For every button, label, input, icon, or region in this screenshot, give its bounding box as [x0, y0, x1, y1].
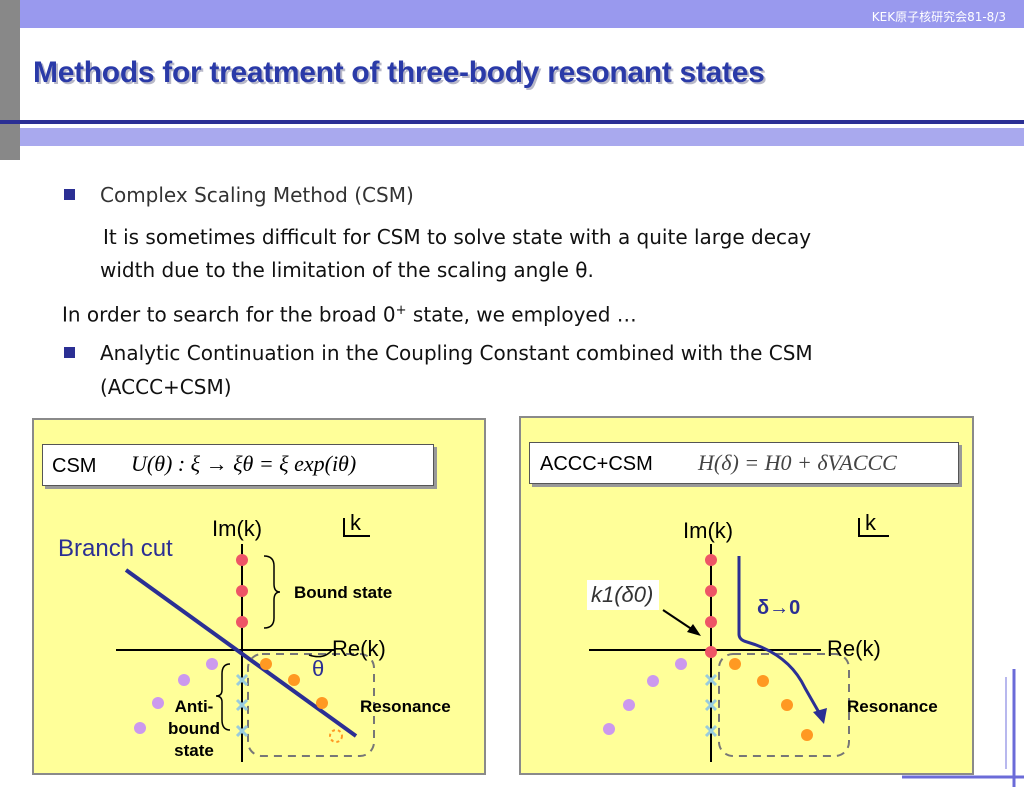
- trajectory-arrowhead: [813, 708, 827, 724]
- csm-resonance-region: [247, 653, 375, 757]
- antibound-dot: [206, 658, 218, 670]
- k1-pointer-head: [687, 624, 701, 636]
- antibound-dot: [647, 675, 659, 687]
- corner-decoration: [902, 669, 1024, 787]
- bullet-csm: Complex Scaling Method (CSM): [100, 183, 414, 207]
- left-accent-bar: [0, 0, 20, 160]
- csm-k-label: k: [350, 510, 362, 535]
- csm-diagram: Im(k) k Branch cut Bound state Re(k) θ R…: [58, 510, 451, 762]
- bullet-accc-line1: Analytic Continuation in the Coupling Co…: [100, 341, 813, 365]
- bound-state-dot: [705, 616, 717, 628]
- bound-state-dot: [705, 554, 717, 566]
- csm-equation-box: CSM U(θ) : ξ → ξθ = ξ exp(iθ): [42, 444, 434, 486]
- resonance-dot: [288, 674, 300, 686]
- title-rule-dark: [0, 120, 1024, 124]
- bound-state-dot: [236, 585, 248, 597]
- antibound-label-1: Anti-: [175, 697, 214, 716]
- antibound-dot: [675, 658, 687, 670]
- delta-trajectory: [737, 556, 823, 717]
- bullet-marker-2: [64, 347, 75, 358]
- header-tag: KEK原子核研究会81-8/3: [871, 10, 1006, 24]
- antibound-dot: [623, 699, 635, 711]
- antibound-label-2: bound: [168, 719, 220, 738]
- accc-resonance-region: [718, 653, 850, 757]
- accc-label: ACCC+CSM: [540, 453, 653, 475]
- theta-label: θ: [312, 656, 324, 681]
- bullet-accc-line2: (ACCC+CSM): [100, 375, 232, 399]
- accc-diagram: Im(k) k k1(δ0) δ→0 Re(k) Resonance: [587, 510, 938, 762]
- cross-marks: [235, 673, 249, 738]
- antibound-dot: [603, 723, 615, 735]
- cross-marks: [704, 673, 718, 738]
- resonance-dot: [260, 658, 272, 670]
- antibound-dot: [134, 722, 146, 734]
- csm-equation: U(θ) : ξ → ξθ = ξ exp(iθ): [131, 451, 357, 476]
- bound-state-dot: [705, 646, 717, 658]
- theta-arc: [308, 649, 333, 658]
- csm-im-label: Im(k): [212, 516, 262, 541]
- resonance-dot: [316, 697, 328, 709]
- antibound-dot: [152, 697, 164, 709]
- search-line: In order to search for the broad 0+ stat…: [62, 294, 637, 332]
- csm-k-corner: [343, 518, 370, 537]
- bound-state-brace: [263, 555, 281, 629]
- bound-state-dot: [236, 554, 248, 566]
- title-rule-light: [20, 128, 1024, 146]
- bound-state-dot: [236, 616, 248, 628]
- resonance-dot: [729, 658, 741, 670]
- search-line-post: state, we employed …: [406, 302, 637, 327]
- csm-desc-line1: It is sometimes difficult for CSM to sol…: [103, 225, 812, 249]
- antibound-dot: [178, 674, 190, 686]
- resonance-dot: [781, 699, 793, 711]
- resonance-dot-dashed: [329, 729, 343, 743]
- branch-cut-line: [124, 568, 358, 738]
- accc-k-label: k: [865, 510, 877, 535]
- accc-equation-box: ACCC+CSM H(δ) = H0 + δVACCC: [529, 442, 959, 484]
- bullet-marker-1: [64, 189, 75, 200]
- accc-resonance-label: Resonance: [847, 697, 938, 716]
- k1-label-box: [587, 580, 659, 610]
- resonance-dot: [757, 675, 769, 687]
- csm-panel: CSM U(θ) : ξ → ξθ = ξ exp(iθ): [32, 418, 486, 775]
- k1-pointer-arrow: [662, 609, 694, 631]
- resonance-dot: [801, 729, 813, 741]
- delta-arrow-label: δ→0: [757, 597, 800, 619]
- top-band: [20, 0, 1024, 28]
- slide-title: Methods for treatment of three-body reso…: [33, 56, 765, 89]
- branch-cut-label: Branch cut: [58, 535, 173, 562]
- search-line-pre: In order to search for the broad 0: [62, 302, 396, 327]
- accc-k-corner: [858, 518, 889, 537]
- accc-equation: H(δ) = H0 + δVACCC: [698, 450, 897, 475]
- accc-re-label: Re(k): [827, 636, 881, 661]
- csm-re-label: Re(k): [332, 636, 386, 661]
- accc-panel: ACCC+CSM H(δ) = H0 + δVACCC: [519, 416, 974, 775]
- search-line-sup: +: [395, 303, 407, 318]
- csm-label: CSM: [52, 455, 97, 477]
- csm-resonance-label: Resonance: [360, 697, 451, 716]
- bound-state-label: Bound state: [294, 583, 392, 602]
- accc-im-label: Im(k): [683, 518, 733, 543]
- k1-label: k1(δ0): [591, 582, 653, 607]
- antibound-brace: [215, 663, 231, 731]
- csm-desc-line2: width due to the limitation of the scali…: [100, 258, 594, 282]
- antibound-label-3: state: [174, 741, 214, 760]
- bound-state-dot: [705, 585, 717, 597]
